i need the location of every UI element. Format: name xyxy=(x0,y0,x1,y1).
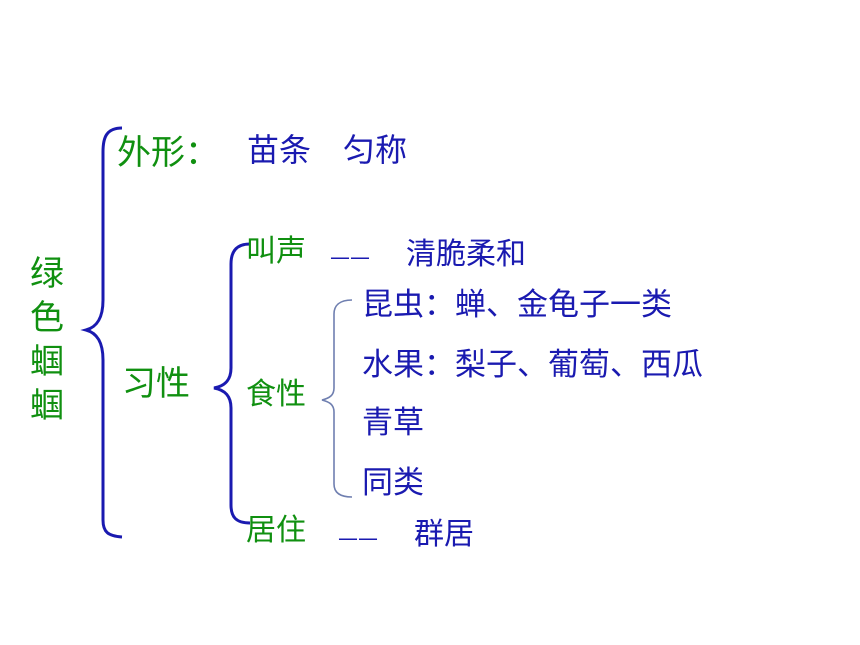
habits-label: 习性 xyxy=(122,364,190,404)
appearance-label: 外形： xyxy=(117,133,219,173)
dwelling-label: 居住 xyxy=(246,513,306,548)
food-bracket xyxy=(321,299,353,498)
call-label: 叫声 xyxy=(246,234,306,269)
diet-item: 昆虫：蝉、金龟子一类 xyxy=(362,287,672,323)
diet-label: 食性 xyxy=(246,377,306,412)
diagram-title: 绿 色 蝈 蝈 xyxy=(30,252,64,428)
diet-item: 青草 xyxy=(362,405,424,441)
call-content: 清脆柔和 xyxy=(406,237,526,272)
dwelling-content: 群居 xyxy=(414,517,474,552)
diet-item: 同类 xyxy=(362,465,424,501)
call-dash: —— xyxy=(330,245,370,269)
main-brace xyxy=(80,126,123,539)
title-char: 蝈 xyxy=(30,386,64,426)
title-char: 绿 xyxy=(30,254,64,294)
title-char: 色 xyxy=(30,298,64,338)
title-char: 蝈 xyxy=(30,342,64,382)
diet-item: 水果：梨子、葡萄、西瓜 xyxy=(362,347,703,383)
dwelling-dash: —— xyxy=(338,526,378,550)
appearance-content: 苗条 匀称 xyxy=(247,131,408,169)
habit-brace xyxy=(213,242,251,525)
